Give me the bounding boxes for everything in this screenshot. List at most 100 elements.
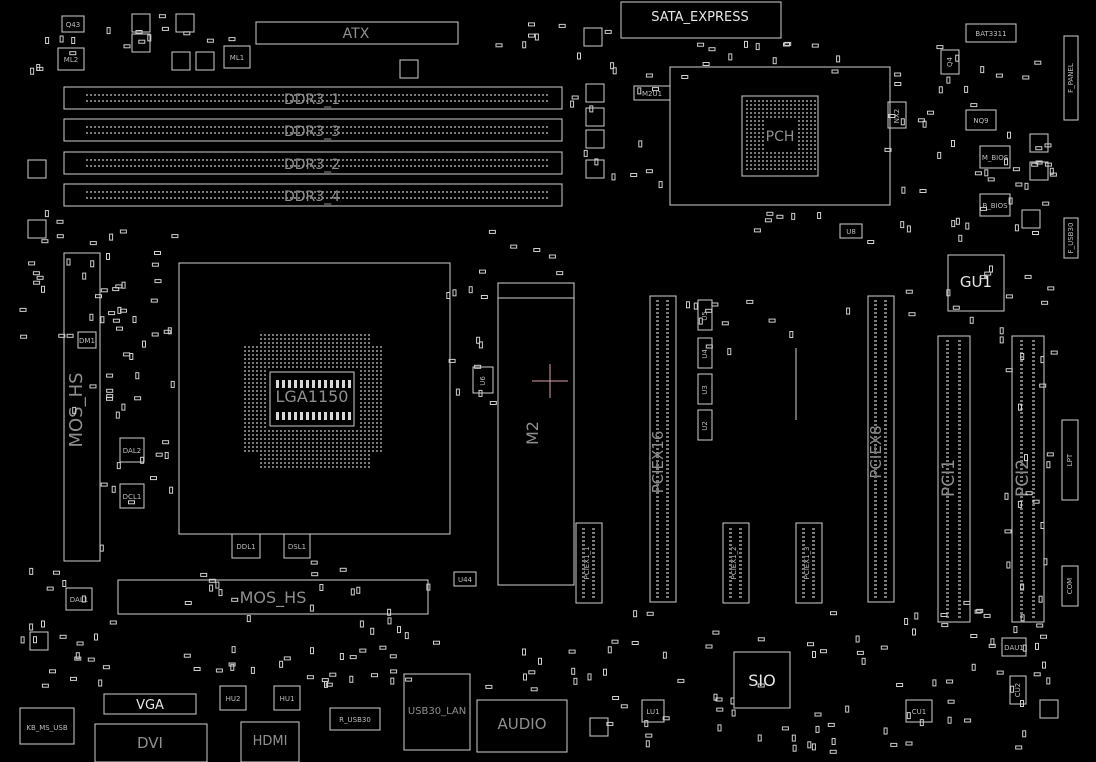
smd-component xyxy=(95,294,102,299)
cpu-pin xyxy=(372,422,374,424)
smd-component xyxy=(711,302,719,307)
cpu-pin xyxy=(316,450,318,452)
cpu-pin xyxy=(332,358,334,360)
slot-pin xyxy=(874,340,877,342)
slot-pin xyxy=(666,548,669,550)
slot-pin xyxy=(958,608,961,610)
dimm-pin xyxy=(486,197,488,199)
slot-pin xyxy=(666,404,669,406)
dimm-pin xyxy=(430,159,432,161)
dimm-pin xyxy=(546,126,548,128)
dimm-pin xyxy=(106,191,108,193)
dimm-pin xyxy=(86,94,88,96)
slot-pin xyxy=(884,516,887,518)
slot-pin xyxy=(1032,552,1035,554)
cpu-pin xyxy=(380,382,382,384)
slot-pin xyxy=(874,312,877,314)
dimm-pin xyxy=(222,94,224,96)
dimm-pin xyxy=(262,191,264,193)
dimm-pin xyxy=(446,191,448,193)
dimm-pin xyxy=(166,126,168,128)
cpu-pin xyxy=(380,346,382,348)
dimm-pin xyxy=(282,100,284,102)
dimm-pin xyxy=(150,191,152,193)
smd-component xyxy=(979,275,987,280)
slot-pin xyxy=(874,300,877,302)
pch-ball xyxy=(814,152,816,154)
bat-chip xyxy=(965,23,1017,43)
dimm-pin xyxy=(250,94,252,96)
cpu-pin xyxy=(320,450,322,452)
smd-component xyxy=(310,560,318,565)
dimm-pin xyxy=(106,132,108,134)
cpu-pin xyxy=(272,442,274,444)
smd-component xyxy=(1039,383,1047,388)
cpu-pin xyxy=(252,422,254,424)
slot-pin xyxy=(802,580,805,582)
slot-pin xyxy=(1032,484,1035,486)
dimm-pin xyxy=(230,126,232,128)
dimm-pin xyxy=(166,197,168,199)
smd-component xyxy=(90,260,95,268)
dimm-pin xyxy=(270,191,272,193)
slot-pin xyxy=(884,496,887,498)
slot-pin xyxy=(884,548,887,550)
dimm-pin xyxy=(534,159,536,161)
smd-component xyxy=(951,140,955,147)
pch-ball xyxy=(762,140,764,142)
dimm-pin xyxy=(510,191,512,193)
dimm-pin xyxy=(258,126,260,128)
smd-component xyxy=(20,334,28,339)
nx2-label: NX2 xyxy=(893,109,901,124)
pch-ball xyxy=(802,148,804,150)
pch-ball xyxy=(766,104,768,106)
slot-pin xyxy=(958,340,961,342)
smd-component xyxy=(571,667,576,675)
smd-component xyxy=(577,52,581,60)
slot-pin xyxy=(1020,468,1023,470)
cpu-pin xyxy=(312,438,314,440)
cpu-pin xyxy=(360,382,362,384)
dimm-pin xyxy=(498,191,500,193)
slot-pin xyxy=(874,572,877,574)
pch-ball xyxy=(762,104,764,106)
dimm-pin xyxy=(350,165,352,167)
dimm-pin xyxy=(170,94,172,96)
cpu-pin xyxy=(340,334,342,336)
smd-component xyxy=(645,733,653,738)
cpu-pin xyxy=(264,418,266,420)
dimm-pin xyxy=(394,191,396,193)
dimm-pin xyxy=(494,94,496,96)
dimm-pin xyxy=(454,191,456,193)
dimm-pin xyxy=(514,165,516,167)
cpu-pin xyxy=(352,442,354,444)
pch-ball xyxy=(750,140,752,142)
slot-pin xyxy=(946,472,949,474)
slot-pin xyxy=(874,304,877,306)
cpu-pin xyxy=(316,338,318,340)
dimm-pin xyxy=(206,132,208,134)
cpu-pin xyxy=(372,442,374,444)
slot-pin xyxy=(666,552,669,554)
dimm-pin xyxy=(262,126,264,128)
slot-pin xyxy=(729,596,732,598)
smd-component xyxy=(116,326,123,331)
smd-component xyxy=(41,239,49,244)
dal1-label: DAL1 xyxy=(70,596,88,604)
dimm-pin xyxy=(262,165,264,167)
dimm-pin xyxy=(374,100,376,102)
slot-pin xyxy=(958,392,961,394)
cpu-pin xyxy=(332,362,334,364)
dimm-pin xyxy=(450,126,452,128)
pch-ball xyxy=(790,104,792,106)
cpu-pin xyxy=(328,346,330,348)
dimm-pin xyxy=(506,100,508,102)
cpu-pin xyxy=(336,434,338,436)
smd-component xyxy=(89,313,94,321)
slot-pin xyxy=(656,304,659,306)
smd-component xyxy=(1024,182,1029,190)
cpu-pin xyxy=(376,406,378,408)
slot-pin xyxy=(946,488,949,490)
lpt-label: LPT xyxy=(1066,453,1074,466)
